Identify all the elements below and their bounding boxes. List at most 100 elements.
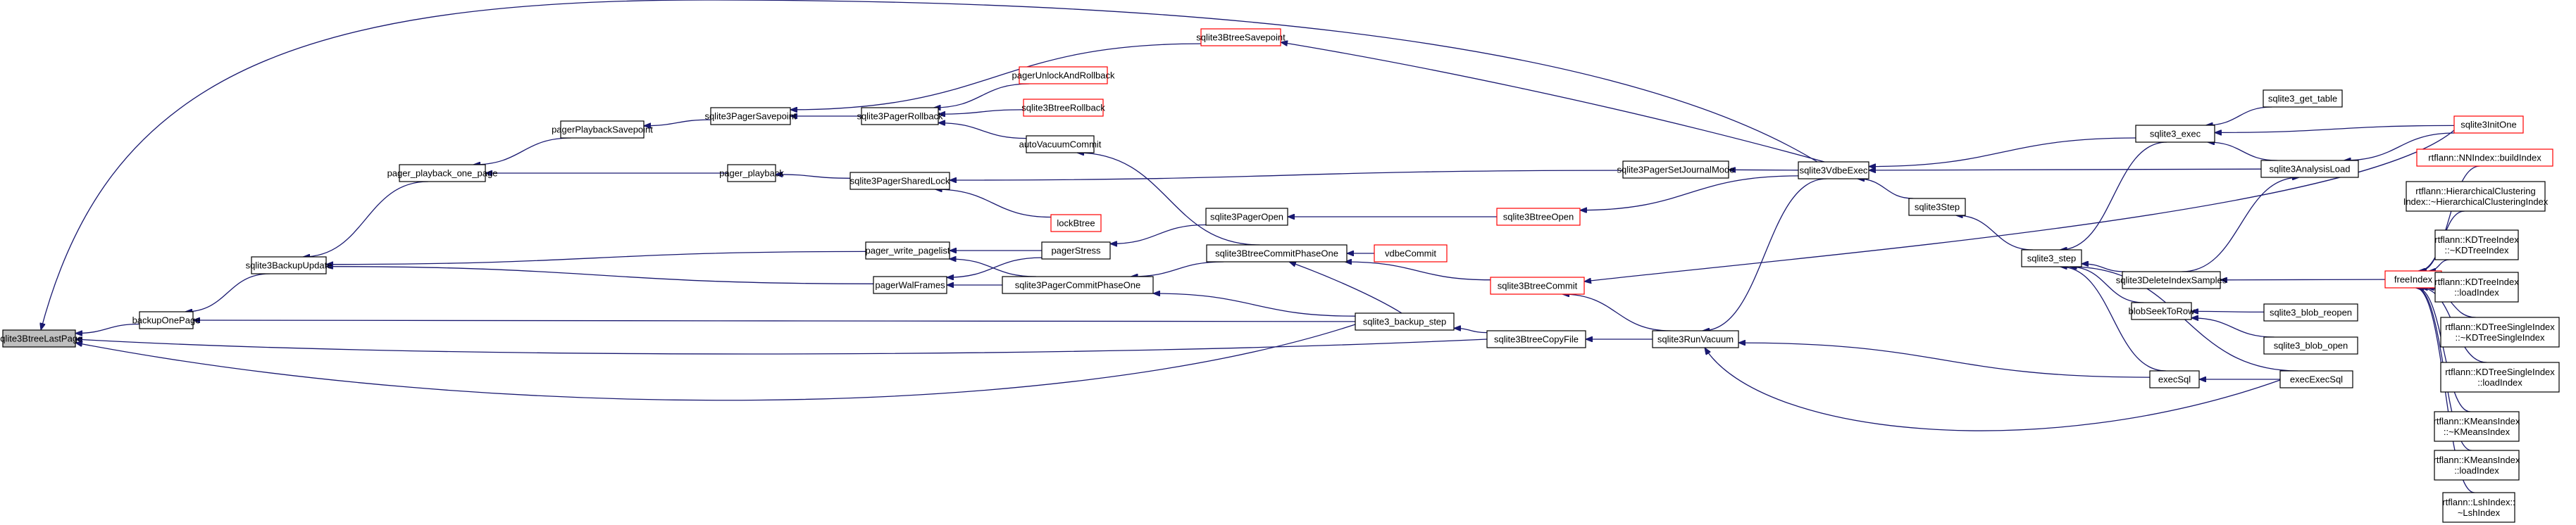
node-label: sqlite3BtreeCommitPhaseOne <box>1215 248 1338 259</box>
node-kdLoad[interactable]: rtflann::KDTreeIndex::loadIndex <box>2434 272 2519 303</box>
call-edge-sqlite3_backup_step-to-sqlite3BtreeCommitPhaseOne <box>1289 262 1402 314</box>
call-edge-kmDtor-to-freeIndex <box>2417 288 2471 412</box>
call-edge-sqlite3_blob_reopen-to-blobSeekToRow <box>2191 311 2265 312</box>
node-box <box>1019 66 1108 84</box>
node-label: sqlite3BtreeRollback <box>1021 103 1105 113</box>
node-label: rtflann::NNIndex::buildIndex <box>2428 153 2541 163</box>
node-sqlite3AnalysisLoad[interactable]: sqlite3AnalysisLoad <box>2260 160 2359 178</box>
call-edge-lockBtree-to-sqlite3PagerSharedLock <box>935 189 1052 218</box>
node-sqlite3PagerOpen[interactable]: sqlite3PagerOpen <box>1205 208 1288 226</box>
node-hcDtor[interactable]: rtflann::HierarchicalClusteringIndex::~H… <box>2403 181 2549 212</box>
node-blobSeekToRow[interactable]: blobSeekToRow <box>2129 302 2196 320</box>
node-label: ::~KDTreeSingleIndex <box>2455 332 2545 343</box>
node-freeIndex[interactable]: freeIndex <box>2384 270 2442 289</box>
node-sqlite3_blob_open[interactable]: sqlite3_blob_open <box>2263 336 2358 355</box>
node-label: sqlite3PagerOpen <box>1210 212 1283 222</box>
node-box <box>2149 370 2200 388</box>
node-pagerPlaybackSavepoint[interactable]: pagerPlaybackSavepoint <box>552 120 653 139</box>
call-edge-sqlite3VdbeExec-to-sqlite3RunVacuum <box>1703 178 1827 331</box>
node-label: sqlite3AnalysisLoad <box>2270 164 2351 175</box>
node-label: rtflann::KDTreeSingleIndex <box>2445 322 2555 332</box>
call-edge-pager_playback_one_page-to-sqlite3BackupUpdate <box>303 181 429 257</box>
call-edge-freeIndex-to-sqlite3DeleteIndexSamples <box>2220 279 2386 280</box>
node-sqlite3BtreeRollback[interactable]: sqlite3BtreeRollback <box>1021 99 1105 117</box>
node-label: rtflann::HierarchicalClustering <box>2415 186 2536 196</box>
call-edge-sqlite3BtreeCommitPhaseOne-to-autoVacuumCommit <box>1077 153 1260 246</box>
node-box <box>2131 302 2192 320</box>
node-sqlite3BtreeCopyFile[interactable]: sqlite3BtreeCopyFile <box>1486 330 1586 348</box>
node-sqlite3_exec[interactable]: sqlite3_exec <box>2135 125 2215 143</box>
node-box <box>1622 160 1729 179</box>
node-sqlite3_backup_step[interactable]: sqlite3_backup_step <box>1355 312 1455 331</box>
node-sqlite3_blob_reopen[interactable]: sqlite3_blob_reopen <box>2263 303 2358 322</box>
node-pagerUnlockAndRollback[interactable]: pagerUnlockAndRollback <box>1012 66 1115 84</box>
node-sqlite3BackupUpdate[interactable]: sqlite3BackupUpdate <box>246 256 332 274</box>
call-edge-sqlite3VdbeExec-to-sqlite3BtreeOpen <box>1580 175 1799 210</box>
node-label: backupOnePage <box>132 315 201 326</box>
node-label: sqlite3BackupUpdate <box>246 260 332 271</box>
node-box <box>873 276 947 294</box>
node-kdDtor[interactable]: rtflann::KDTreeIndex::~KDTreeIndex <box>2434 229 2519 260</box>
node-lockBtree[interactable]: lockBtree <box>1050 214 1102 232</box>
call-edge-sqlite3_get_table-to-sqlite3_exec <box>2205 106 2272 125</box>
node-label: sqlite3BtreeOpen <box>1503 212 1574 222</box>
node-sqlite3PagerSharedLock[interactable]: sqlite3PagerSharedLock <box>850 172 950 190</box>
node-label: execExecSql <box>2290 374 2343 385</box>
node-box <box>2263 89 2343 108</box>
node-sqlite3PagerCommitPhaseOne[interactable]: sqlite3PagerCommitPhaseOne <box>1002 276 1154 294</box>
node-sqlite3BtreeCommitPhaseOne[interactable]: sqlite3BtreeCommitPhaseOne <box>1206 244 1348 262</box>
call-edge-sqlite3_backup_step-to-sqlite3PagerCommitPhaseOne <box>1153 293 1356 317</box>
node-label: sqlite3InitOne <box>2460 120 2517 130</box>
node-pagerWalFrames[interactable]: pagerWalFrames <box>873 276 947 294</box>
node-sqlite3_get_table[interactable]: sqlite3_get_table <box>2263 89 2343 108</box>
node-backupOnePage[interactable]: backupOnePage <box>132 311 201 329</box>
node-label: pager_playback_one_page <box>387 168 498 179</box>
node-pager_playback_one_page[interactable]: pager_playback_one_page <box>387 164 498 182</box>
node-sqlite3VdbeExec[interactable]: sqlite3VdbeExec <box>1798 161 1869 179</box>
edge-layer <box>41 0 2487 493</box>
node-execExecSql[interactable]: execExecSql <box>2279 370 2353 388</box>
call-edge-sqlite3RunVacuum-to-sqlite3BtreeCommit <box>1562 294 1671 331</box>
call-edge-sqlite3AnalysisLoad-to-sqlite3_exec <box>2208 142 2278 161</box>
node-label: ::loadIndex <box>2477 377 2522 388</box>
node-label: vdbeCommit <box>1385 248 1436 259</box>
node-box <box>1490 277 1585 295</box>
node-sqlite3BtreeSavepoint[interactable]: sqlite3BtreeSavepoint <box>1196 28 1286 46</box>
node-sqlite3PagerRollback[interactable]: sqlite3PagerRollback <box>857 107 943 125</box>
node-sqlite3BtreeCommit[interactable]: sqlite3BtreeCommit <box>1490 277 1585 295</box>
node-sqlite3DeleteIndexSamples[interactable]: sqlite3DeleteIndexSamples <box>2116 271 2227 289</box>
call-edge-sqlite3BackupUpdate-to-backupOnePage <box>185 273 270 312</box>
node-box <box>2021 249 2082 267</box>
node-kmDtor[interactable]: rtflann::KMeansIndex::~KMeansIndex <box>2434 411 2520 442</box>
node-autoVacuumCommit[interactable]: autoVacuumCommit <box>1019 135 1102 153</box>
call-edge-sqlite3InitOne-to-sqlite3BtreeCommit <box>1584 129 2455 282</box>
node-sqlite3Step[interactable]: sqlite3Step <box>1908 198 1966 216</box>
node-kdsDtor[interactable]: rtflann::KDTreeSingleIndex::~KDTreeSingl… <box>2440 317 2560 348</box>
node-pager_write_pagelist[interactable]: pager_write_pagelist <box>865 241 950 260</box>
call-edge-pagerStress-to-pagerWalFrames <box>947 257 1043 277</box>
node-sqlite3PagerSetJournalMode[interactable]: sqlite3PagerSetJournalMode <box>1617 160 1735 179</box>
node-pager_playback[interactable]: pager_playback <box>719 164 784 182</box>
node-vdbeCommit[interactable]: vdbeCommit <box>1374 244 1448 262</box>
node-kdsLoad[interactable]: rtflann::KDTreeSingleIndex::loadIndex <box>2440 362 2560 393</box>
node-box <box>1486 330 1586 348</box>
call-edge-sqlite3_exec-to-sqlite3_step <box>2060 141 2167 250</box>
node-box <box>2263 303 2358 322</box>
node-box <box>850 172 950 190</box>
node-sqlite3BtreeOpen[interactable]: sqlite3BtreeOpen <box>1496 208 1581 226</box>
node-execSql[interactable]: execSql <box>2149 370 2200 388</box>
node-sqlite3InitOne[interactable]: sqlite3InitOne <box>2453 115 2524 134</box>
node-kmLoad[interactable]: rtflann::KMeansIndex::loadIndex <box>2434 450 2520 481</box>
node-sqlite3PagerSavepoint[interactable]: sqlite3PagerSavepoint <box>704 107 797 125</box>
node-box <box>1355 312 1455 331</box>
node-lshDtor[interactable]: rtflann::LshIndex::~LshIndex <box>2442 492 2515 523</box>
call-edge-sqlite3BtreeRollback-to-sqlite3PagerRollback <box>938 109 1024 114</box>
call-edge-nnBuild-to-freeIndex <box>2418 165 2480 271</box>
node-sqlite3_step[interactable]: sqlite3_step <box>2021 249 2082 267</box>
node-pagerStress[interactable]: pagerStress <box>1041 241 1111 260</box>
node-nnBuild[interactable]: rtflann::NNIndex::buildIndex <box>2416 148 2553 167</box>
node-root[interactable]: sqlite3BtreeLastPage <box>0 329 82 348</box>
node-sqlite3RunVacuum[interactable]: sqlite3RunVacuum <box>1652 330 1739 348</box>
node-box <box>1050 214 1102 232</box>
node-label: sqlite3BtreeLastPage <box>0 334 82 344</box>
